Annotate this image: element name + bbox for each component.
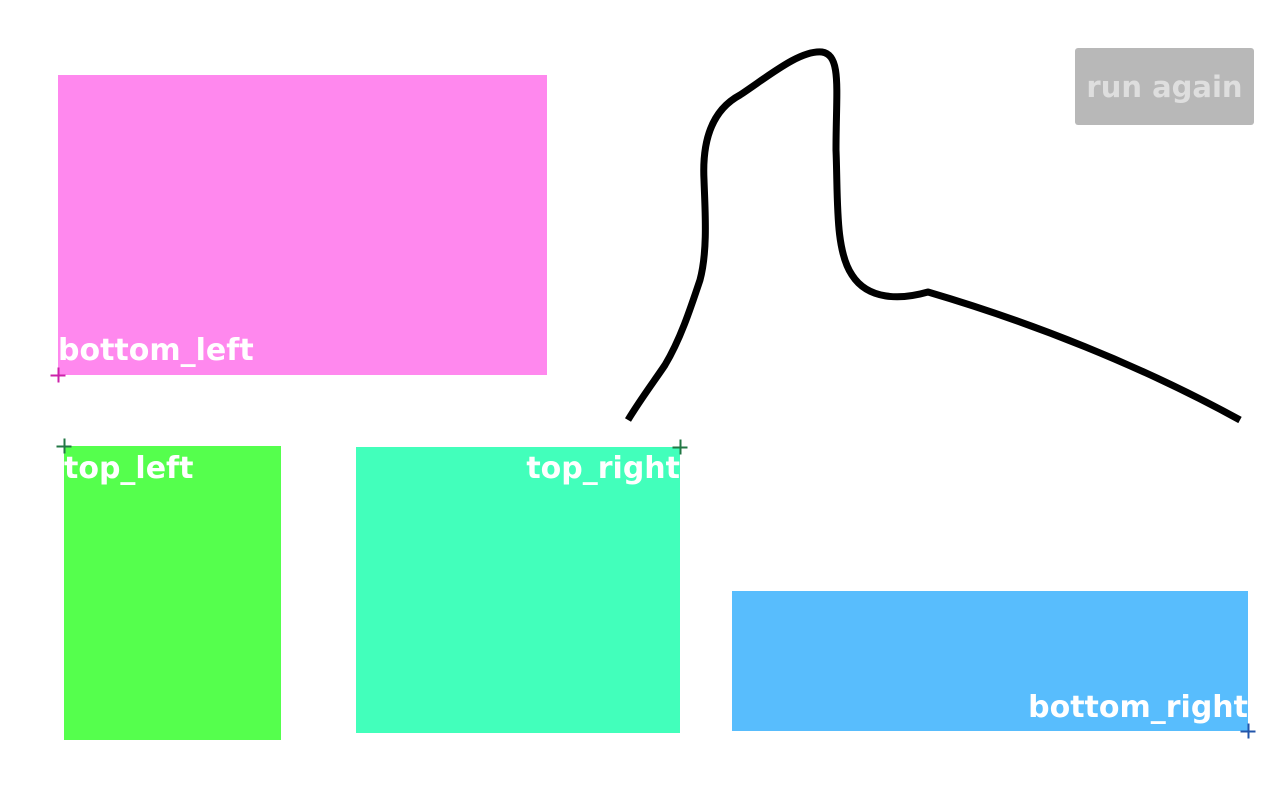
bottom-right-corner-marker bbox=[1240, 723, 1256, 739]
box-bottom-right[interactable]: bottom_right bbox=[732, 591, 1248, 731]
box-top-left-label: top_left bbox=[64, 451, 194, 486]
box-bottom-left[interactable]: bottom_left bbox=[58, 75, 547, 375]
top-right-corner-marker bbox=[672, 439, 688, 455]
box-top-left[interactable]: top_left bbox=[64, 446, 281, 740]
box-bottom-right-label: bottom_right bbox=[1028, 690, 1248, 725]
box-top-right[interactable]: top_right bbox=[356, 447, 680, 733]
box-bottom-left-label: bottom_left bbox=[58, 333, 254, 368]
box-top-right-label: top_right bbox=[526, 451, 680, 486]
bottom-left-corner-marker bbox=[50, 367, 66, 383]
top-left-corner-marker bbox=[56, 438, 72, 454]
run-again-button[interactable]: run again bbox=[1075, 48, 1254, 125]
